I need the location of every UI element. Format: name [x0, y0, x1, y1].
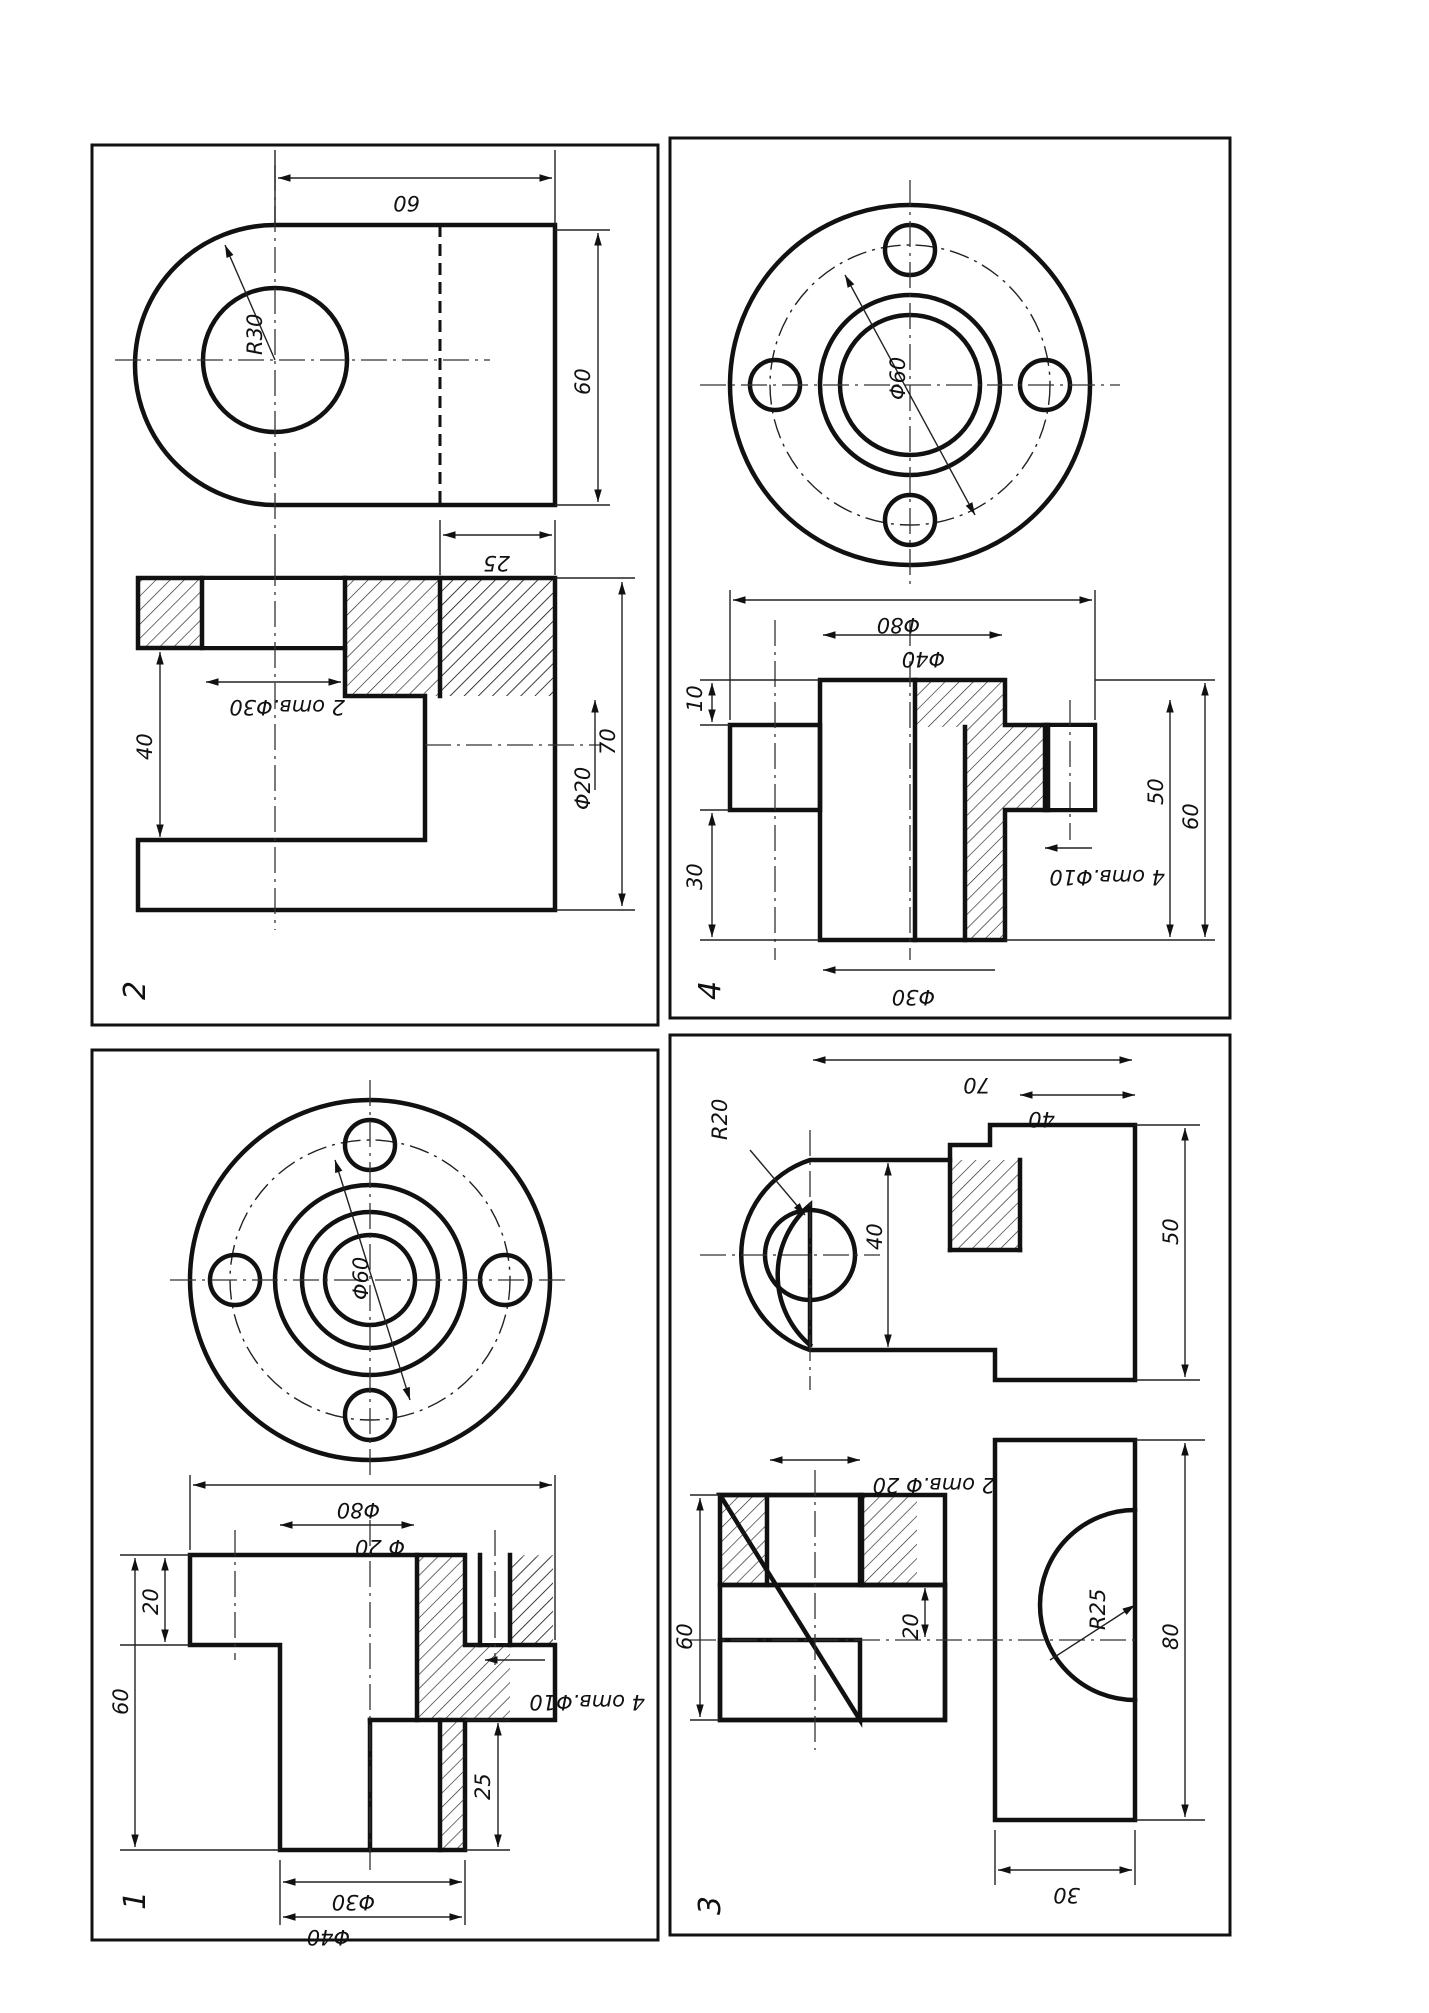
panel-1-dim-9: Φ60 [349, 1257, 373, 1300]
panel-2-front-outline [135, 575, 558, 913]
panel-1-dim-1: 60 [109, 1688, 133, 1715]
panel-3: R20 40 50 40 70 60 20 2 omв.Φ 20 R25 [668, 1033, 1232, 1937]
panel-3-dim-11: 70 [963, 1073, 990, 1097]
panel-2-dim-6: 2 omв.Φ30 [229, 695, 345, 719]
panel-3-dim-5: R25 [1086, 1589, 1110, 1630]
panel-3-dim-7: R20 [708, 1099, 732, 1140]
panel-4-dim-5: 30 [683, 863, 707, 890]
panel-1: Φ60 Φ80 Φ 20 60 20 25 Φ30 [90, 1048, 660, 1949]
panel-1-dim-3: 25 [471, 1773, 495, 1800]
panel-3-dim-4: 80 [1159, 1623, 1183, 1650]
panel-2-dim-5: 40 [133, 733, 157, 760]
panel-4-dim-9: Φ30 [892, 985, 935, 1009]
panel-4-number: 4 [693, 981, 728, 1000]
panel-2-frame [90, 143, 660, 1027]
panel-3-dim-10: 40 [1028, 1107, 1055, 1131]
panel-2-dim-7: Φ20 [571, 767, 595, 810]
panel-1-dim-2: 20 [139, 1588, 163, 1615]
panel-1-number: 1 [118, 1891, 153, 1910]
panel-4-dim-8: 4 omв.Φ10 [1049, 865, 1165, 889]
panel-1-dim-5: Φ30 [332, 1890, 375, 1914]
panel-1-dim-7: Φ 20 [355, 1535, 405, 1559]
panel-4: Φ60 Φ80 Φ40 10 30 50 60 [668, 136, 1232, 1020]
panel-2-dim-2: R30 [243, 314, 267, 355]
panel-3-dim-8: 40 [863, 1223, 887, 1250]
panel-4-dim-4: 10 [683, 685, 707, 712]
panel-2-number: 2 [118, 981, 153, 1000]
panel-2-dim-1: 60 [393, 191, 420, 215]
panel-1-dim-6: Φ80 [337, 1498, 380, 1522]
panel-4-dim-7: 60 [1179, 803, 1203, 830]
panel-2: 60 60 R30 25 40 2 omв.Φ30 Φ20 70 2 [90, 143, 660, 1027]
panel-4-dim-3: Φ60 [886, 357, 910, 400]
panel-2-top-view-outline [132, 222, 558, 508]
panel-2-dim-3: 60 [571, 368, 595, 395]
panel-1-dim-8: 4 omв.Φ10 [529, 1690, 645, 1714]
panel-3-number: 3 [693, 1896, 728, 1915]
panel-1-frame [90, 1048, 660, 1942]
panel-2-dim-8: 70 [596, 728, 620, 755]
panel-3-dim-1: 60 [673, 1623, 697, 1650]
panel-4-dim-1: Φ80 [877, 613, 920, 637]
panel-4-frame [668, 136, 1232, 1020]
panel-3-dim-6: 2 omв.Φ 20 [873, 1473, 995, 1497]
panel-3-frame [668, 1033, 1232, 1937]
panel-3-dim-3: 30 [1053, 1883, 1080, 1907]
panel-4-dim-6: 50 [1144, 778, 1168, 805]
panel-1-dim-4: Φ40 [307, 1925, 350, 1949]
panel-3-dim-2: 20 [899, 1613, 923, 1640]
panel-4-dim-2: Φ40 [902, 647, 945, 671]
panel-2-dim-4: 25 [483, 551, 510, 575]
panel-3-dim-9: 50 [1159, 1218, 1183, 1245]
